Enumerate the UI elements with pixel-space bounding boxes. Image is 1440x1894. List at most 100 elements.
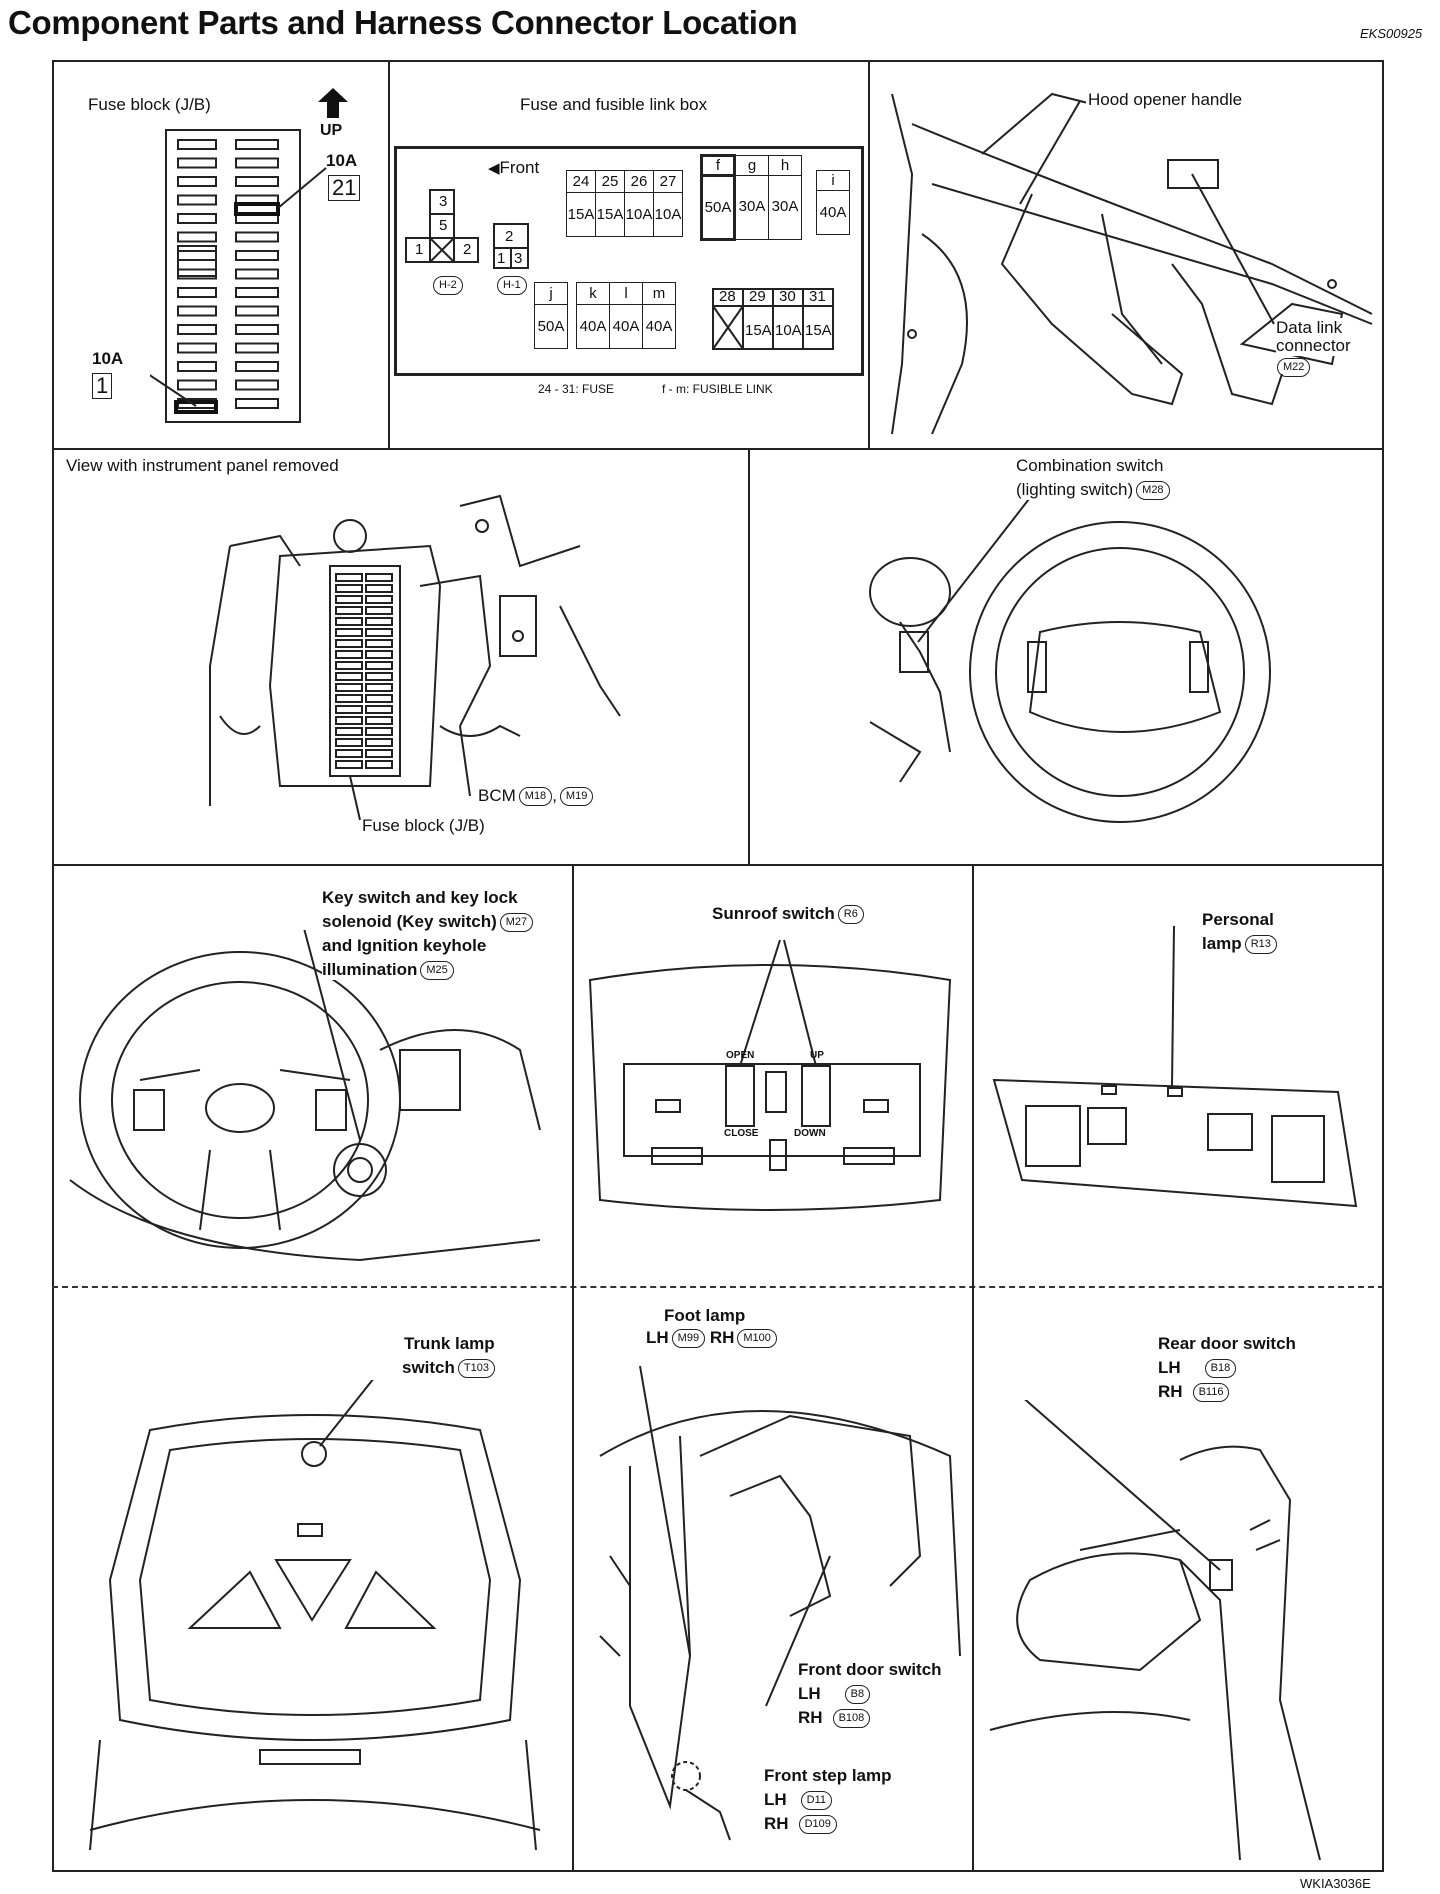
jb-fuse-slot bbox=[365, 738, 393, 747]
key-switch-drawing bbox=[69, 930, 541, 1262]
relay-h1-pin-2: 2 bbox=[505, 228, 514, 245]
link-letter: g bbox=[734, 155, 769, 176]
fuse-slot bbox=[235, 361, 279, 372]
fuse-rating-31: 15A bbox=[805, 322, 832, 339]
fuse-21-rating: 10A bbox=[326, 151, 358, 170]
jb-fuse-slot bbox=[335, 573, 363, 582]
fuse-slot bbox=[177, 324, 217, 335]
jb-fuse-slot bbox=[365, 617, 393, 626]
jb-fuse-slot bbox=[335, 672, 363, 681]
relay-h2 bbox=[405, 189, 479, 263]
fuse-slot bbox=[177, 287, 217, 298]
key-switch-label-2: solenoid (Key switch)M27 bbox=[322, 912, 534, 933]
fuse-block-drawing bbox=[150, 129, 327, 423]
relay-h2-pin-2: 2 bbox=[463, 241, 472, 258]
fuse-21-number: 21 bbox=[328, 175, 361, 201]
fuse-slot bbox=[235, 139, 279, 150]
fuse-number: 25 bbox=[595, 170, 625, 193]
fuse-slot bbox=[177, 194, 217, 206]
jb-fuse-slot bbox=[365, 661, 393, 670]
sunroof-open-label: OPEN bbox=[726, 1050, 755, 1061]
relay-h2-pin-1: 1 bbox=[415, 241, 424, 258]
fuse-1-number: 1 bbox=[92, 373, 113, 399]
jb-fuse-slot bbox=[365, 727, 393, 736]
fuse-box-outline bbox=[394, 146, 864, 376]
link-letter: l bbox=[609, 282, 643, 305]
sunroof-up-label: UP bbox=[810, 1050, 824, 1061]
fuse-slot bbox=[235, 379, 279, 391]
fuse-number-31: 31 bbox=[809, 288, 826, 305]
fuse-slot bbox=[235, 250, 279, 261]
jb-fuse-slot bbox=[365, 683, 393, 692]
front-arrow-icon: ◀ bbox=[488, 160, 500, 177]
fuse-1-rating: 10A bbox=[92, 349, 124, 368]
col-divider-r2 bbox=[748, 448, 750, 866]
jb-fuse-slot bbox=[365, 639, 393, 648]
link-legend: f - m: FUSIBLE LINK bbox=[662, 382, 773, 396]
fusible-links-f-h: f g h 50A 30A 30A bbox=[700, 154, 802, 241]
fusible-link-i: i 40A bbox=[816, 170, 850, 235]
link-rating: 50A bbox=[700, 174, 736, 241]
front-text: Front bbox=[499, 158, 540, 177]
fuse-slot bbox=[177, 305, 217, 317]
link-letter: h bbox=[768, 155, 802, 176]
row-divider-2 bbox=[52, 864, 1384, 866]
sunroof-console-drawing bbox=[588, 939, 952, 1211]
key-switch-label-1: Key switch and key lock bbox=[322, 888, 518, 908]
up-label: UP bbox=[320, 122, 343, 139]
link-letter: i bbox=[816, 170, 850, 191]
col-divider-r1a bbox=[388, 60, 390, 450]
link-rating: 40A bbox=[609, 304, 643, 349]
instrument-panel-drawing bbox=[209, 494, 621, 821]
rear-door-drawing bbox=[989, 1400, 1321, 1860]
fuse-legend: 24 - 31: FUSE bbox=[538, 382, 615, 396]
combination-switch-label-2: (lighting switch)M28 bbox=[1016, 480, 1170, 501]
steering-wheel-drawing bbox=[869, 492, 1271, 823]
relay-h1-pin-1: 1 bbox=[497, 250, 506, 267]
fuse-slot bbox=[177, 231, 217, 243]
front-label: ◀Front bbox=[488, 158, 539, 178]
fuse-rating: 10A bbox=[624, 192, 654, 237]
jb-fuse-slot bbox=[335, 716, 363, 725]
jb-fuse-slot bbox=[365, 716, 393, 725]
fuse-block-location-label: Fuse block (J/B) bbox=[362, 816, 485, 836]
fuse-slot bbox=[177, 250, 217, 261]
fuse-slot bbox=[235, 268, 279, 280]
jb-fuse-slot bbox=[365, 573, 393, 582]
link-rating: 40A bbox=[816, 190, 850, 235]
fuse-slot bbox=[235, 324, 279, 335]
fuse-number-28: 28 bbox=[719, 288, 736, 305]
personal-lamp-drawing bbox=[992, 925, 1358, 1208]
jb-fuse-slot bbox=[365, 694, 393, 703]
figure-code: WKIA3036E bbox=[1300, 1876, 1371, 1891]
col-divider-r34a bbox=[572, 864, 574, 1872]
link-letter: f bbox=[700, 154, 736, 177]
document-code: EKS00925 bbox=[1360, 26, 1423, 41]
fuse-slot bbox=[235, 287, 279, 298]
hood-opener-label: Hood opener handle bbox=[1086, 90, 1245, 110]
relay-h2-pin-3: 3 bbox=[439, 193, 448, 210]
link-rating: 40A bbox=[642, 304, 676, 349]
row-divider-1 bbox=[52, 448, 1384, 450]
jb-fuse-slot bbox=[365, 672, 393, 681]
jb-fuse-slot bbox=[335, 595, 363, 604]
jb-fuse-slot bbox=[335, 584, 363, 593]
page-title: Component Parts and Harness Connector Lo… bbox=[8, 4, 798, 41]
jb-fuse-slot bbox=[365, 650, 393, 659]
link-letter: k bbox=[576, 282, 610, 305]
jb-fuse-slot bbox=[335, 639, 363, 648]
relay-h2-pin-5: 5 bbox=[439, 217, 448, 234]
col-divider-r1b bbox=[868, 60, 870, 450]
jb-fuse-slot bbox=[335, 760, 363, 769]
jb-fuse-slot bbox=[365, 606, 393, 615]
fuse-rating: 15A bbox=[566, 192, 596, 237]
jb-fuse-slot bbox=[365, 749, 393, 758]
link-rating: 40A bbox=[576, 304, 610, 349]
fuse-slot bbox=[235, 342, 279, 354]
combination-switch-label-1: Combination switch bbox=[1016, 456, 1164, 476]
